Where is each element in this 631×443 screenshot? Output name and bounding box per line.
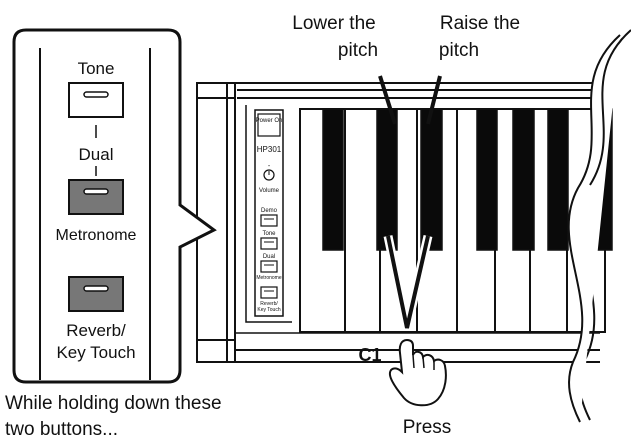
panel-volume-knob[interactable]: - Volume: [259, 163, 280, 194]
panel-tone-button[interactable]: [260, 237, 278, 250]
control-panel-strip: [254, 109, 284, 317]
panel-metronome-label: Metronome: [256, 275, 282, 281]
black-key[interactable]: [476, 108, 498, 251]
lower-pitch-pointer: [378, 75, 397, 125]
panel-reverb-button[interactable]: [260, 286, 278, 299]
cutoff-line-inner: [567, 34, 621, 423]
raise-pitch-label-2: pitch: [439, 40, 479, 61]
black-key[interactable]: [547, 108, 569, 251]
callout-tone-label: Tone: [78, 59, 115, 78]
raise-pitch-label-1: Raise the: [440, 13, 520, 34]
panel-metronome-button[interactable]: [260, 260, 278, 273]
black-key[interactable]: [512, 108, 535, 251]
panel-power-button[interactable]: Power On: [256, 113, 283, 137]
panel-power-label: Power On: [256, 118, 283, 124]
black-key[interactable]: [322, 108, 344, 251]
lower-pitch-label-1: Lower the: [292, 13, 375, 34]
panel-reverb-label-1: Reverb/: [260, 301, 278, 307]
press-label: Press: [403, 417, 452, 438]
keyboard: [299, 108, 613, 333]
callout-reverb-label-1: Reverb/: [66, 321, 126, 340]
callout-metronome-label: Metronome: [56, 227, 137, 244]
callout-tone-button[interactable]: [68, 82, 124, 118]
panel-tone-label: Tone: [262, 231, 276, 237]
black-key[interactable]: [420, 108, 443, 251]
panel-demo-label: Demo: [261, 208, 278, 214]
panel-model-label: HP301: [257, 145, 282, 154]
c1-key-label: C1: [358, 345, 381, 365]
instruction-line-1: While holding down these: [5, 393, 222, 414]
black-key[interactable]: [376, 108, 398, 251]
lower-pitch-label-2: pitch: [338, 40, 378, 61]
callout-reverb-label-2: Key Touch: [56, 343, 135, 362]
callout-metronome-button[interactable]: [68, 179, 124, 215]
svg-text:-: -: [268, 163, 271, 170]
raise-pitch-pointer: [426, 75, 442, 125]
instruction-line-2: two buttons...: [5, 419, 118, 440]
panel-reverb-label-2: Key Touch: [257, 307, 280, 313]
callout-dual-label: Dual: [79, 145, 114, 164]
panel-volume-label: Volume: [259, 188, 280, 194]
callout-reverb-button[interactable]: [68, 276, 124, 312]
panel-demo-button[interactable]: [260, 214, 278, 227]
white-key[interactable]: [344, 108, 381, 333]
panel-dual-label: Dual: [263, 254, 275, 260]
pressing-hand-icon: [388, 338, 447, 407]
